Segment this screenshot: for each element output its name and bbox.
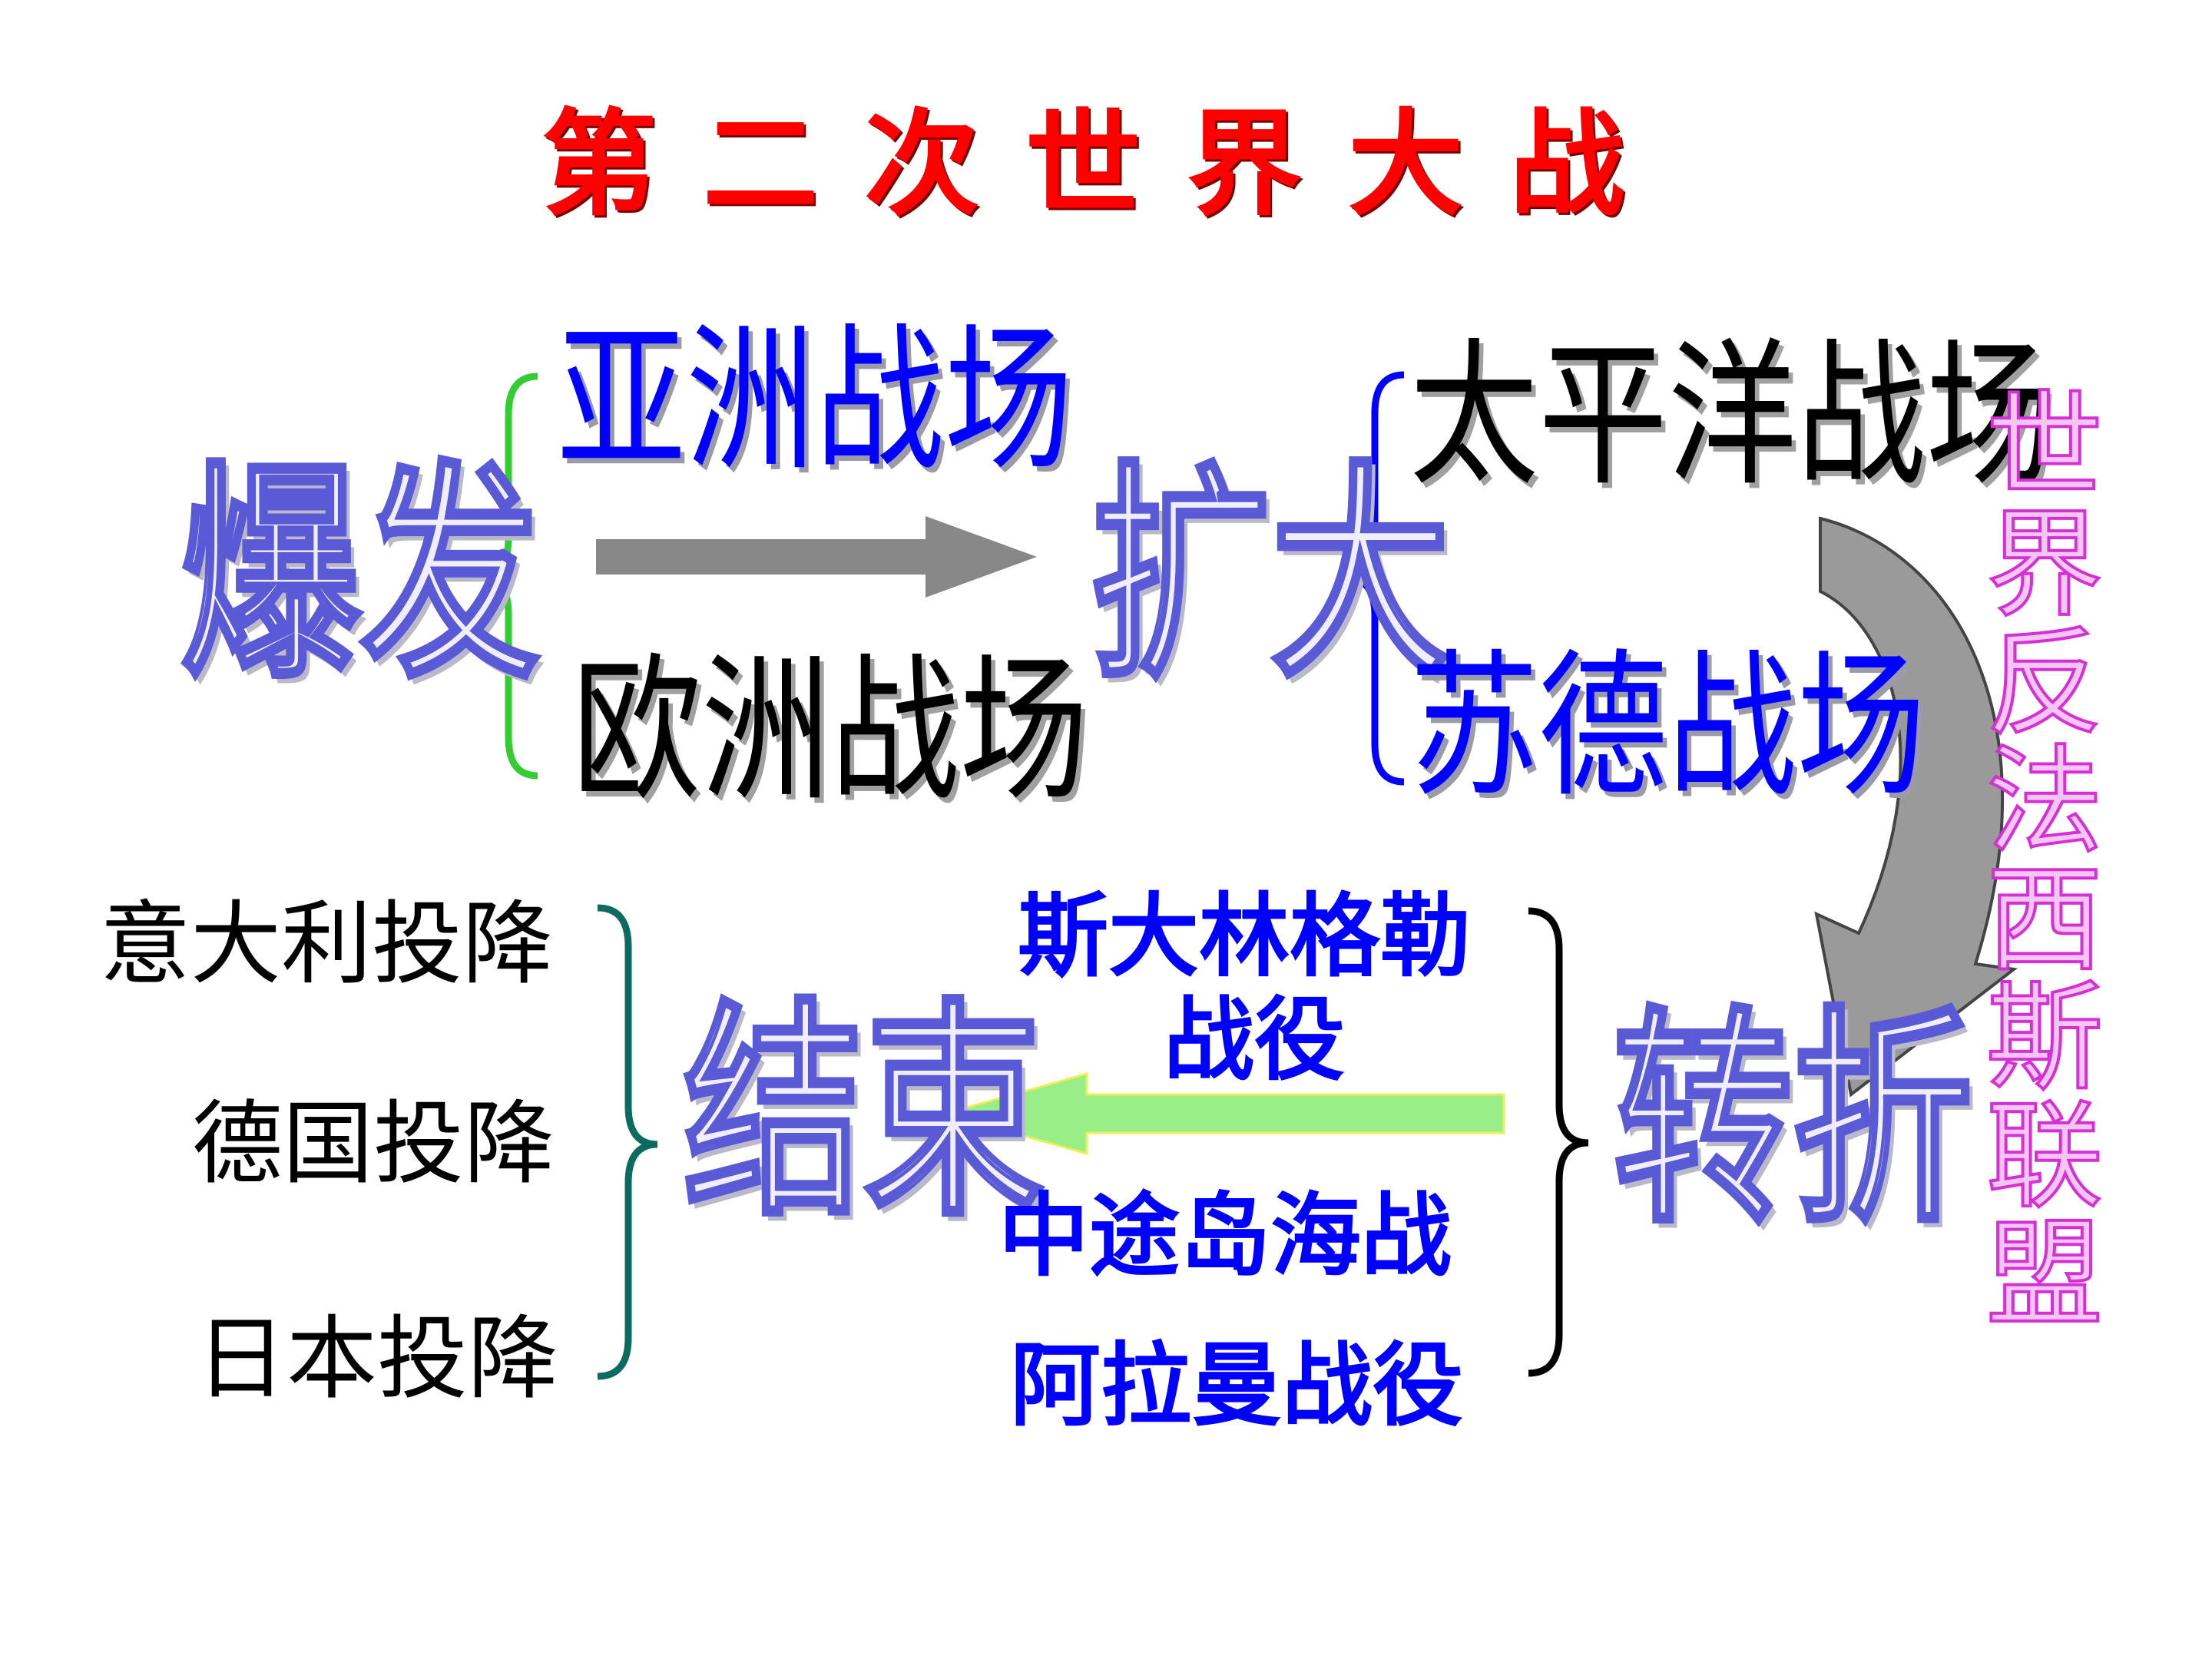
stage-outbreak: 爆发 xyxy=(179,442,541,710)
alliance-char: 斯 xyxy=(1985,970,2104,1106)
page-title: 第二次世界大战 xyxy=(541,98,1671,232)
theatre-europe: 欧洲战场 xyxy=(572,640,1089,823)
arrow-outbreak-to-expansion xyxy=(596,516,1037,598)
surrender-italy: 意大利投降 xyxy=(100,891,554,997)
alliance-char: 盟 xyxy=(1985,1207,2104,1343)
brace-expansion xyxy=(1345,371,1405,786)
battle-stalingrad-line2: 战役 xyxy=(1164,987,1346,1093)
arrow-turning-to-end xyxy=(940,1072,1505,1155)
battle-stalingrad-line1: 斯大林格勒 xyxy=(1018,883,1472,989)
theatre-soviet-german: 苏德战场 xyxy=(1409,636,1926,819)
alliance-char: 反 xyxy=(1985,615,2104,751)
alliance-char: 法 xyxy=(1985,733,2104,869)
brace-end xyxy=(597,904,658,1380)
alliance-char: 联 xyxy=(1985,1088,2104,1224)
battle-el-alamein: 阿拉曼战役 xyxy=(1010,1333,1464,1439)
surrender-japan: 日本投降 xyxy=(196,1306,559,1412)
arrow-expansion-to-turning xyxy=(1814,516,2018,1098)
alliance-label: 世 界 反 法 西 斯 联 盟 xyxy=(1985,379,2104,1343)
stage-expansion: 扩大 xyxy=(1089,442,1452,710)
theatre-asia: 亚洲战场 xyxy=(557,310,1074,492)
surrender-germany: 德国投降 xyxy=(192,1091,555,1197)
theatre-pacific: 太平洋战场 xyxy=(1409,325,2055,508)
alliance-char: 世 xyxy=(1985,379,2104,515)
brace-outbreak xyxy=(479,373,538,780)
stage-end: 结束 xyxy=(682,979,1045,1247)
battle-midway: 中途岛海战 xyxy=(998,1183,1452,1289)
brace-turning xyxy=(1528,907,1589,1377)
stage-turning: 转折 xyxy=(1611,987,1974,1255)
alliance-char: 西 xyxy=(1985,852,2104,988)
alliance-char: 界 xyxy=(1985,497,2104,633)
